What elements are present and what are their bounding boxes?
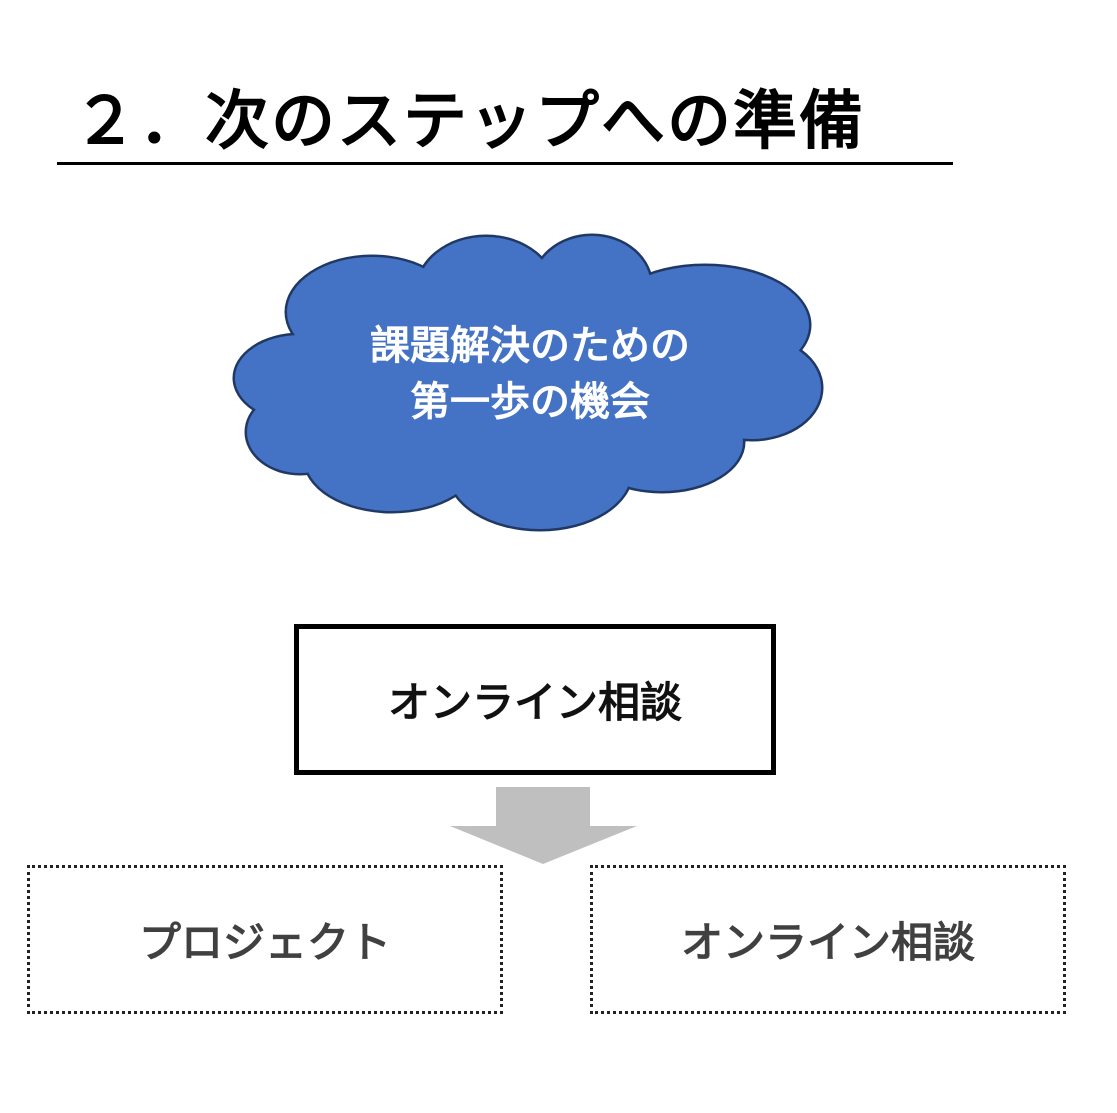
option-label: プロジェクト	[138, 918, 391, 967]
online-consultation-option-box: オンライン相談	[590, 865, 1066, 1014]
main-box-label: オンライン相談	[387, 678, 682, 727]
cloud-text-line2: 第一歩の機会	[410, 379, 650, 425]
cloud-text-line1: 課題解決のための	[370, 323, 690, 369]
slide-title: ２．次のステップへの準備	[57, 82, 953, 165]
project-option-box: プロジェクト	[27, 865, 503, 1014]
down-arrow	[450, 787, 637, 864]
cloud-lobe	[301, 291, 759, 479]
online-consultation-box: オンライン相談	[294, 624, 776, 775]
cloud-text: 課題解決のための 第一歩の機会	[300, 318, 760, 430]
slide-title-text: ２．次のステップへの準備	[73, 85, 865, 159]
cloud-shape	[232, 233, 824, 532]
option-label: オンライン相談	[680, 918, 975, 967]
